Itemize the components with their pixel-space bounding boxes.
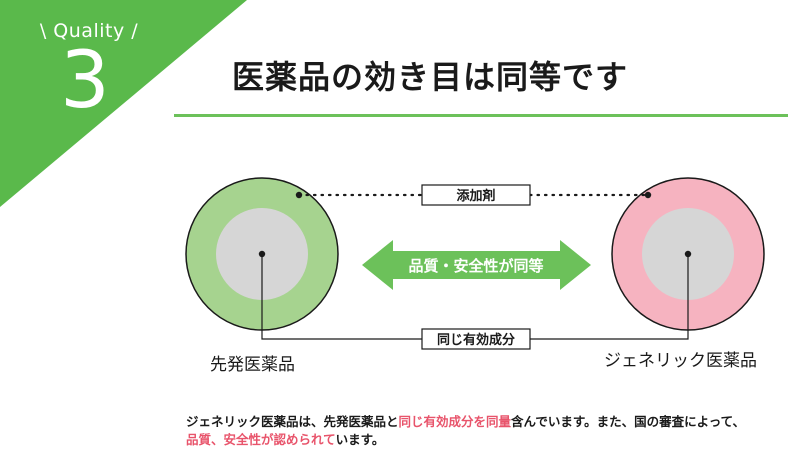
explanation-highlight: 品質、安全性が認められて (186, 432, 336, 447)
title-divider (174, 114, 788, 117)
active-dot-right (684, 250, 692, 258)
quality-badge: \ Quality / 3 (0, 0, 250, 210)
explanation-highlight: 同じ有効成分を同量 (398, 414, 512, 429)
active-ingredient-label-box (421, 328, 531, 350)
original-drug-label: 先発医薬品 (210, 355, 295, 375)
equivalence-double-arrow (362, 240, 591, 290)
page-title: 医薬品の効き目は同等です (232, 58, 629, 96)
additive-label-box (421, 184, 531, 206)
active-ingredient-label: 同じ有効成分 (437, 332, 515, 348)
badge-triangle (0, 0, 247, 207)
active-ingredient-line-right (530, 254, 689, 340)
active-dot-left (258, 250, 266, 258)
active-ingredient-line-left (261, 254, 422, 340)
explanation-text: ジェネリック医薬品は、先発医薬品と同じ有効成分を同量含んでいます。また、国の審査… (186, 413, 798, 449)
explanation-part: 含んでいます。また、国の審査によって、 (511, 414, 746, 429)
equivalence-label: 品質・安全性が同等 (408, 257, 543, 275)
badge-number: 3 (60, 36, 110, 126)
additive-dot-right (644, 191, 652, 199)
additive-label: 添加剤 (456, 188, 495, 204)
explanation-part: ジェネリック医薬品は、先発医薬品と (186, 414, 399, 429)
additive-dot-left (295, 191, 303, 199)
explanation-part: います。 (335, 432, 385, 447)
badge-label: \ Quality / (39, 20, 139, 42)
generic-drug-label: ジェネリック医薬品 (604, 351, 757, 371)
